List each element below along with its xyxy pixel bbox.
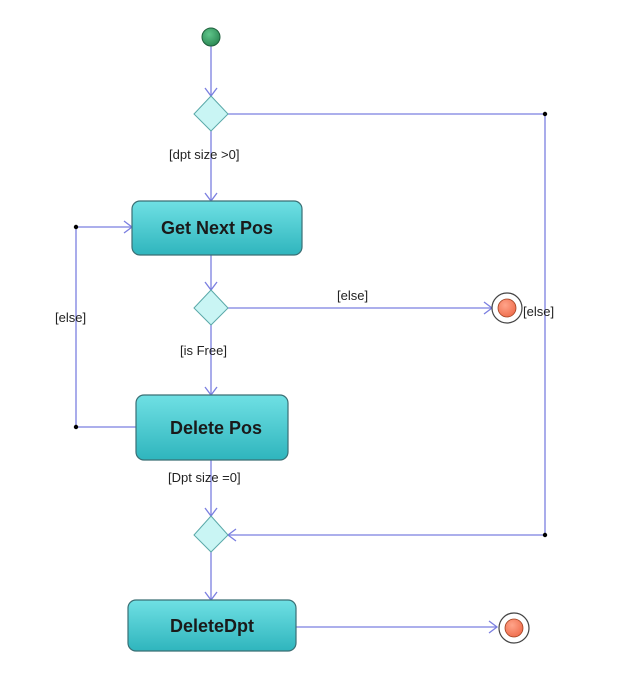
bend-point[interactable] [73, 424, 79, 430]
guard-is-free[interactable]: [is Free] [180, 343, 227, 358]
guard-else-bypass[interactable]: [else] [523, 304, 554, 319]
bend-point[interactable] [73, 224, 79, 230]
decision-node[interactable] [193, 289, 229, 326]
activity-final-node[interactable] [498, 612, 530, 644]
action-label: Get Next Pos [161, 218, 273, 238]
guard-labels: [dpt size >0] [else] [else] [else] [is F… [55, 147, 554, 485]
action-get-next-pos[interactable]: Get Next Pos [131, 200, 303, 256]
action-label: Delete Pos [170, 418, 262, 438]
activity-final-node[interactable] [491, 292, 523, 324]
flow-decision-else-bypass[interactable] [228, 113, 546, 536]
decision-node[interactable] [193, 95, 229, 132]
action-box[interactable] [131, 200, 303, 256]
guard-else-loop[interactable]: [else] [55, 310, 86, 325]
guard-else-to-final[interactable]: [else] [337, 288, 368, 303]
action-label: DeleteDpt [170, 616, 254, 636]
bend-point[interactable] [542, 532, 548, 538]
guard-dpt-size-gt-0[interactable]: [dpt size >0] [169, 147, 239, 162]
decision-nodes [193, 95, 229, 553]
final-node-core [504, 618, 524, 638]
action-delete-pos[interactable]: Delete Pos [135, 394, 289, 461]
initial-node[interactable] [201, 27, 221, 47]
final-node-core [497, 298, 517, 318]
guard-dpt-size-eq-0[interactable]: [Dpt size =0] [168, 470, 241, 485]
action-box[interactable] [135, 394, 289, 461]
action-delete-dpt[interactable]: DeleteDpt [127, 599, 297, 652]
bend-point[interactable] [542, 111, 548, 117]
flow-delete-pos-loop-back[interactable] [75, 226, 136, 428]
arrow-head [488, 620, 499, 634]
action-box[interactable] [127, 599, 297, 652]
control-flows [73, 46, 548, 634]
decision-node[interactable] [193, 515, 229, 553]
